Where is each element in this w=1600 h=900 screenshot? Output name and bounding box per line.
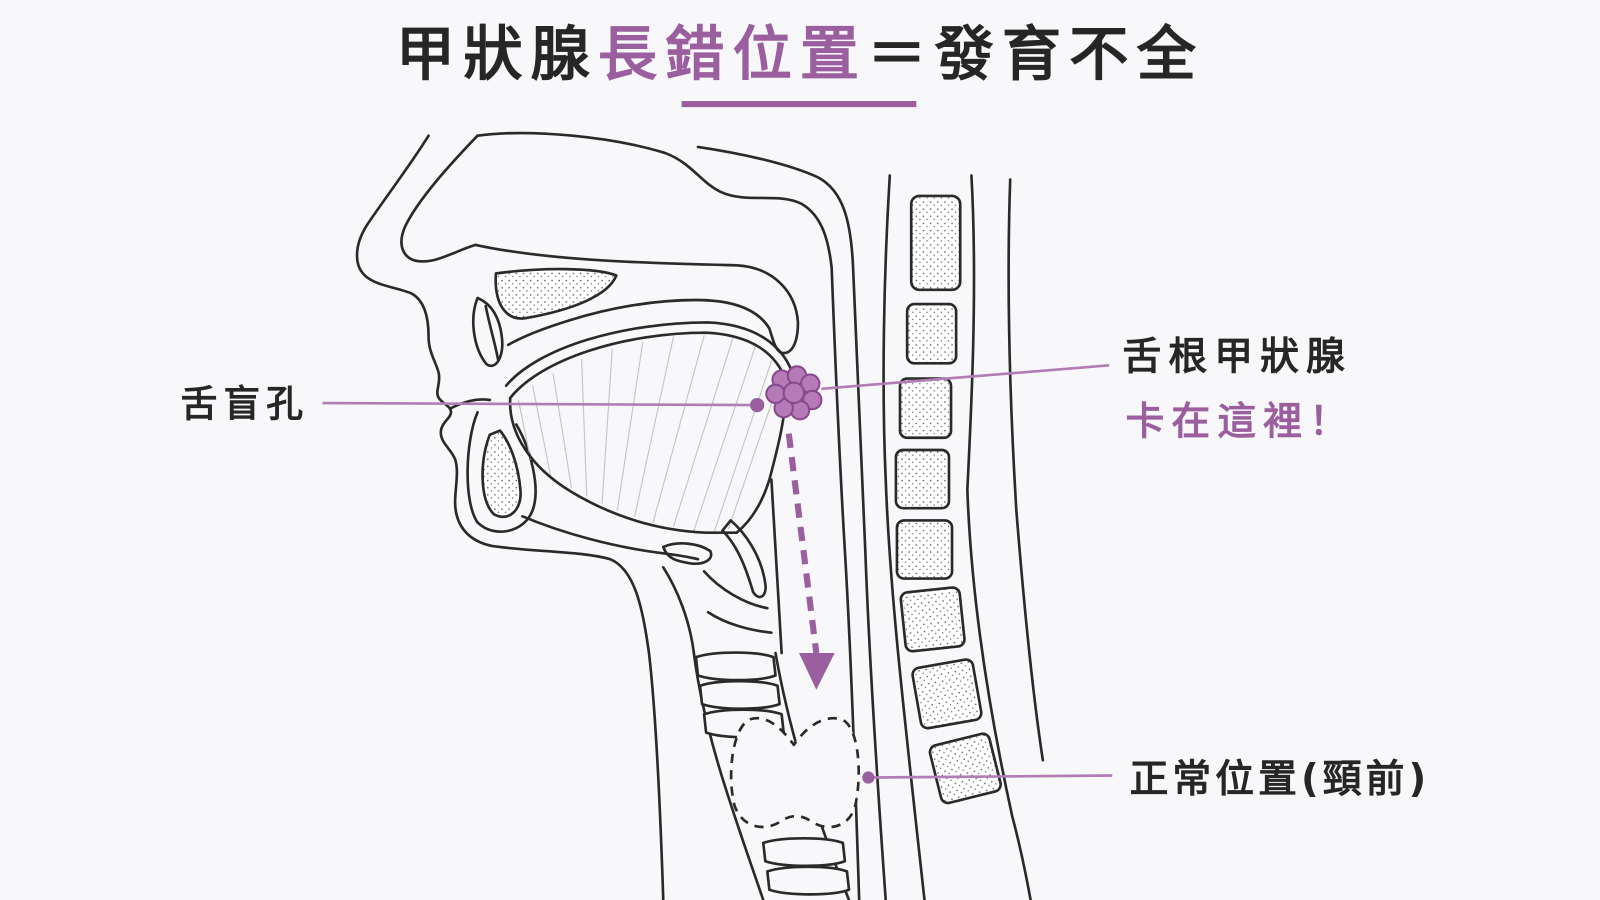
nasal-vestibule xyxy=(400,134,479,263)
face-profile xyxy=(355,134,665,900)
title-part-2: ＝發育不全 xyxy=(867,19,1204,88)
thyroid-lobule xyxy=(782,381,806,405)
foramen-caecum-pointer xyxy=(322,401,758,407)
vertebra xyxy=(898,377,953,440)
larynx-fold-upper xyxy=(702,570,769,610)
vertebra xyxy=(895,519,954,580)
page-title: 甲狀腺長錯位置＝發育不全 xyxy=(396,19,1204,88)
head-neck-sagittal-section xyxy=(355,131,1045,900)
vertebra xyxy=(899,586,966,653)
mandible-outline xyxy=(466,410,537,533)
trachea-ring xyxy=(761,836,847,868)
upper-incisor-edge xyxy=(484,304,500,361)
trachea-ring xyxy=(694,651,777,682)
tongue-muscle-hatching xyxy=(517,335,781,533)
spinal-canal-line xyxy=(1007,178,1045,762)
tongue-underside xyxy=(508,396,739,534)
foramen-caecum-dot xyxy=(750,397,765,413)
title-part-1: 甲狀腺 xyxy=(396,19,598,88)
migration-path-arrow xyxy=(785,433,820,654)
vertebra xyxy=(928,732,1002,805)
trachea-ring xyxy=(698,679,781,710)
lingual-thyroid-cluster xyxy=(765,365,823,421)
spine-back-line xyxy=(966,174,1032,900)
thyroid-lobule xyxy=(765,383,786,405)
trachea-left-wall xyxy=(692,651,765,900)
lingual-thyroid-pointer xyxy=(821,363,1110,391)
larynx-front xyxy=(661,566,696,655)
lip-line xyxy=(449,398,492,410)
larynx-back xyxy=(770,478,783,655)
mouth-floor xyxy=(521,515,700,561)
label-stuck-here: 卡在這裡！ xyxy=(1126,400,1356,445)
arrow-head-icon xyxy=(798,653,835,690)
mandible-bone xyxy=(481,429,522,519)
normal-thyroid-outline xyxy=(729,716,860,829)
vertebra xyxy=(905,302,958,365)
larynx-fold-lower xyxy=(706,610,773,634)
spine-front-line xyxy=(882,174,926,900)
hard-palate-bone xyxy=(494,267,618,320)
normal-position-dot xyxy=(862,771,875,784)
title-underline xyxy=(681,101,917,108)
vertebra xyxy=(909,194,962,292)
vertebra xyxy=(894,448,951,510)
epiglottis xyxy=(721,519,767,599)
oral-cavity-roof xyxy=(504,321,794,388)
label-lingual-thyroid: 舌根甲狀腺 xyxy=(1122,334,1352,379)
hyoid xyxy=(661,542,713,565)
prevertebral-line xyxy=(696,145,888,900)
label-normal-position: 正常位置(頸前) xyxy=(1130,757,1431,802)
upper-incisor xyxy=(471,296,504,368)
skull-base-posterior-pharynx xyxy=(476,131,861,900)
vertebra xyxy=(911,658,983,730)
normal-position-pointer xyxy=(868,774,1113,779)
label-foramen-caecum: 舌盲孔 xyxy=(181,382,310,425)
title-highlight: 長錯位置 xyxy=(598,19,867,88)
tongue-dorsum xyxy=(508,331,788,400)
trachea-ring xyxy=(766,865,851,896)
